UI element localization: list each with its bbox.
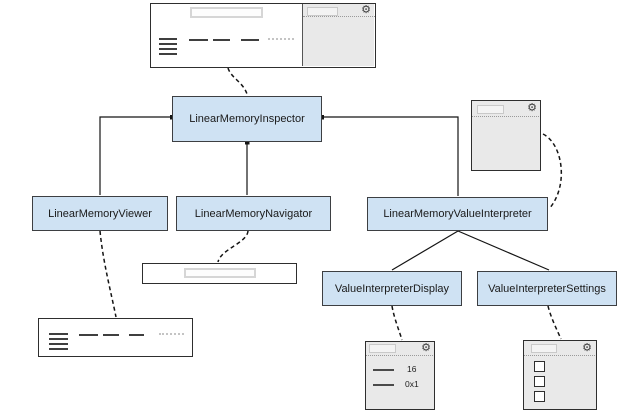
hamburger-line [49,338,68,340]
settings-ui-mockup: ⚙ [523,340,597,410]
node-value-interpreter-display: ValueInterpreterDisplay [322,271,462,306]
panel-separator [472,116,539,117]
ellipsis-dots [159,333,184,335]
edge-interpreter-settings [457,230,550,271]
inspector-ui-mockup: ⚙ [150,3,376,68]
hamburger-line [159,53,177,55]
input-field-glyph [369,344,396,353]
value-row-line [373,369,394,371]
value-row-text: 16 [407,364,417,374]
hamburger-line [49,348,68,350]
byte-dash [241,39,259,41]
node-label: ValueInterpreterSettings [488,282,606,295]
gear-icon: ⚙ [361,4,371,16]
input-field-glyph [307,7,338,16]
hamburger-line [49,333,68,335]
edge-interpreter-display [391,230,459,271]
hamburger-line [49,343,68,345]
node-linear-memory-viewer: LinearMemoryViewer [32,196,168,231]
checkbox-glyph [534,361,545,372]
viewer-ui-mockup [38,318,193,357]
gear-icon: ⚙ [582,342,592,354]
edge-viewer-mockup [99,230,117,318]
byte-dash [103,334,119,336]
edge-mockup-interpreter [542,133,563,210]
node-label: LinearMemoryViewer [48,207,152,220]
hamburger-line [159,48,177,50]
byte-dash [189,39,208,41]
mockup-main-pane [151,4,302,66]
byte-dash [213,39,230,41]
address-input-glyph [190,7,263,18]
edge-navigator-mockup [217,230,249,263]
edge-settings-mockup [547,305,562,340]
byte-dash [79,334,98,336]
display-ui-mockup: ⚙ 16 0x1 [365,341,435,410]
node-label: LinearMemoryInspector [189,113,305,125]
value-row-line [373,384,394,386]
gear-icon: ⚙ [527,102,537,114]
edge-display-mockup [391,305,403,341]
address-input-glyph [184,268,256,278]
edge-anchor-dot [245,140,250,145]
value-row-text: 0x1 [405,379,419,389]
hamburger-line [159,38,177,40]
input-field-glyph [531,344,557,353]
checkbox-glyph [534,391,545,402]
panel-separator [366,355,433,356]
edge-mockup-inspector [227,67,248,95]
node-label: LinearMemoryNavigator [194,207,313,220]
hamburger-line [159,43,177,45]
input-field-glyph [477,105,504,114]
checkbox-glyph [534,376,545,387]
node-linear-memory-value-interpreter: LinearMemoryValueInterpreter [367,197,548,231]
mockup-side-panel: ⚙ [302,4,375,66]
node-linear-memory-inspector: LinearMemoryInspector [172,96,322,142]
panel-separator [524,355,595,356]
ellipsis-dots [268,38,294,40]
node-label: ValueInterpreterDisplay [334,282,450,295]
node-linear-memory-navigator: LinearMemoryNavigator [176,196,331,231]
byte-dash [129,334,144,336]
node-value-interpreter-settings: ValueInterpreterSettings [477,271,617,306]
edge-inspector-viewer [99,116,172,195]
navigator-ui-mockup [142,263,297,284]
interpreter-ui-mockup: ⚙ [471,100,541,171]
edge-inspector-interpreter [322,116,459,196]
gear-icon: ⚙ [421,342,431,354]
panel-separator [303,16,375,17]
node-label: LinearMemoryValueInterpreter [383,208,532,220]
